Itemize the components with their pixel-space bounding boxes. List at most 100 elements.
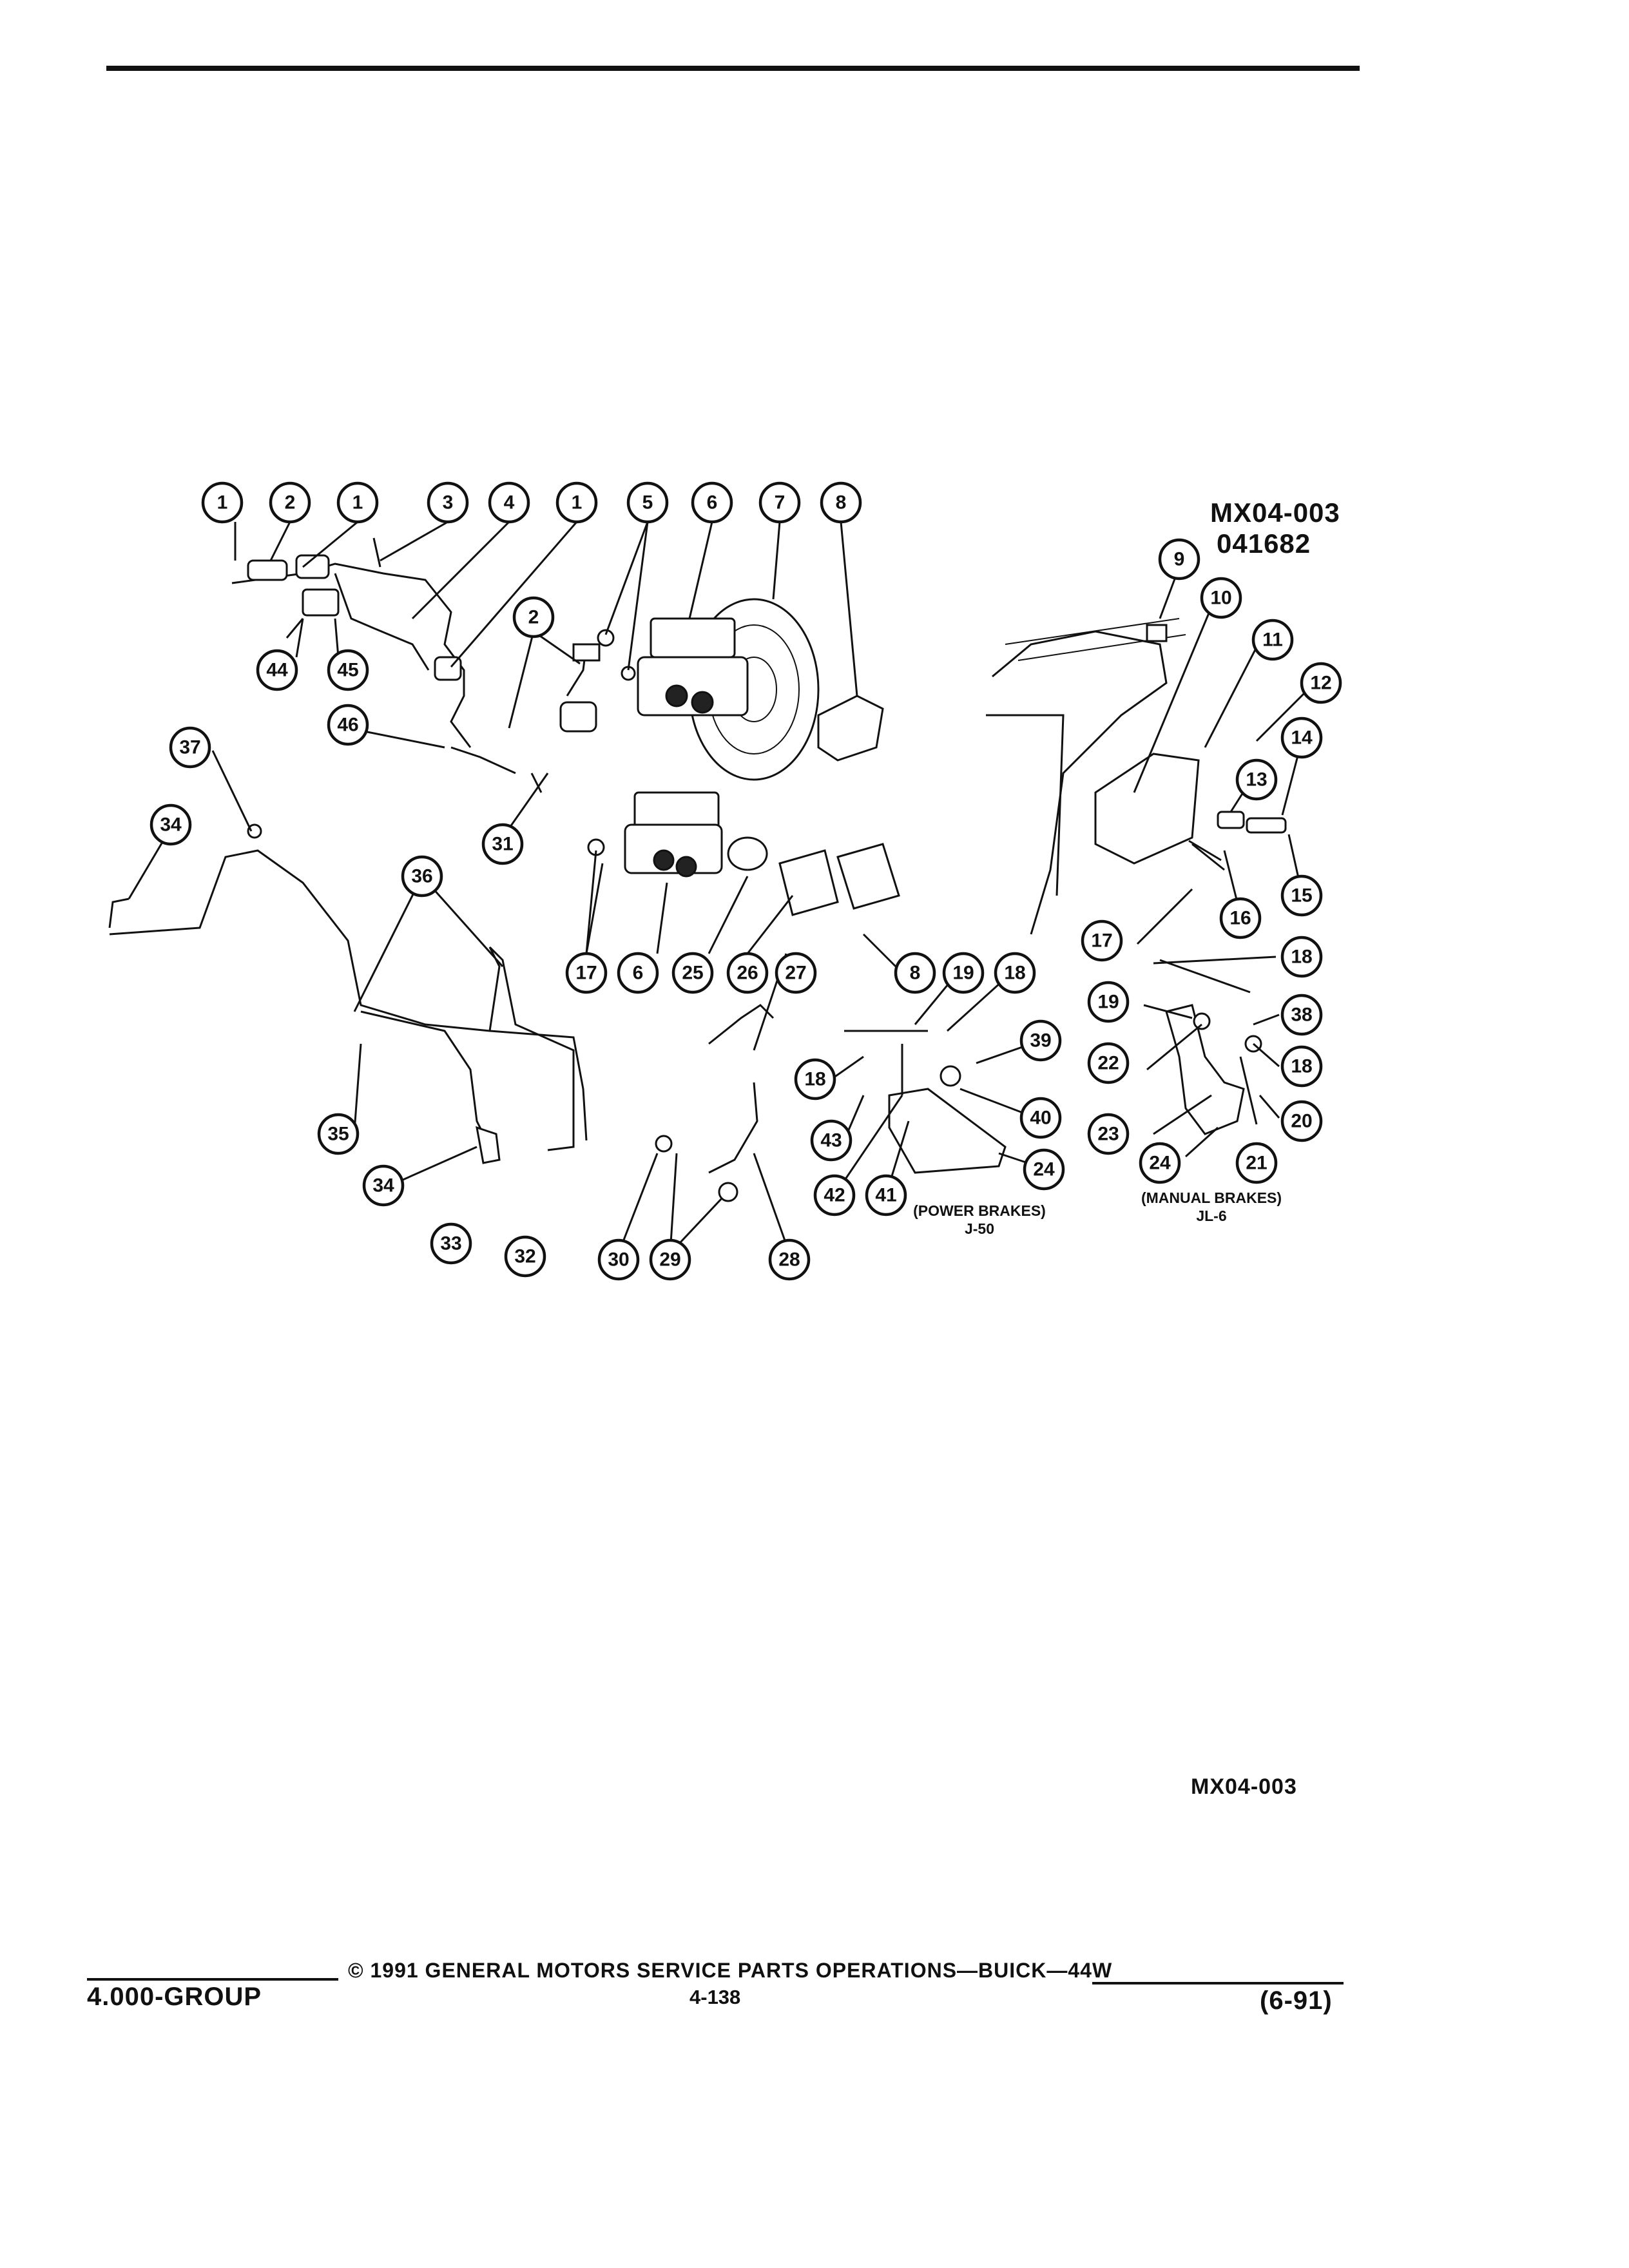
footer-rule-left [87,1978,338,1981]
callout-1b: 1 [336,481,379,524]
callout-19: 19 [942,952,985,994]
svg-text:1: 1 [572,492,583,514]
svg-text:35: 35 [327,1124,349,1145]
svg-text:6: 6 [633,963,644,984]
svg-text:43: 43 [820,1130,842,1151]
figure-id: MX04-003 [1210,497,1340,528]
svg-text:30: 30 [608,1249,629,1271]
callout-28: 28 [768,1238,811,1281]
svg-text:45: 45 [337,660,358,681]
svg-text:25: 25 [682,963,703,984]
callout-34b: 34 [362,1164,405,1207]
svg-text:5: 5 [642,492,653,514]
callout-41: 41 [865,1174,907,1216]
callout-18d: 18 [1280,1045,1323,1088]
svg-text:19: 19 [1097,992,1119,1013]
svg-text:46: 46 [337,715,358,736]
master-cylinder-manual [633,791,720,829]
svg-text:7: 7 [775,492,786,514]
svg-text:34: 34 [160,814,182,836]
svg-text:33: 33 [440,1233,461,1254]
callout-33: 33 [430,1222,472,1265]
svg-text:31: 31 [492,834,513,855]
callout-46: 46 [327,704,369,746]
callout-19b: 19 [1087,981,1130,1023]
footer-date: (6-91) [1260,1986,1333,2015]
svg-text:19: 19 [952,963,974,984]
svg-text:40: 40 [1030,1108,1051,1129]
svg-text:1: 1 [217,492,228,514]
callout-18b: 18 [794,1058,836,1100]
callout-10: 10 [1200,577,1242,619]
callout-8: 8 [820,481,862,524]
svg-text:38: 38 [1291,1004,1312,1026]
callouts: 1 2 1 3 4 1 5 6 7 8 2 44 45 46 37 34 31 … [149,481,1342,1281]
callout-24: 24 [1023,1148,1065,1191]
svg-text:18: 18 [1291,1056,1312,1077]
callout-3: 3 [427,481,469,524]
callout-42: 42 [813,1174,856,1216]
svg-text:23: 23 [1097,1124,1119,1145]
footer-page-number: 4-138 [689,1986,741,2008]
caption-manual-brakes: (MANUAL BRAKES) [1141,1189,1282,1206]
svg-text:17: 17 [575,963,597,984]
callout-8b: 8 [894,952,936,994]
callout-25: 25 [671,952,714,994]
footer-copyright: © 1991 GENERAL MOTORS SERVICE PARTS OPER… [348,1959,1113,1982]
svg-text:39: 39 [1030,1030,1051,1052]
svg-text:18: 18 [1004,963,1025,984]
callout-34: 34 [149,803,192,846]
firewall [992,630,1168,935]
callout-17: 17 [565,952,608,994]
callout-32: 32 [504,1235,546,1278]
reference-code: MX04-003 [1191,1774,1297,1799]
callout-5: 5 [626,481,669,524]
caption-power-brakes: (POWER BRAKES) [913,1202,1046,1219]
caption-manual-brakes-code: JL-6 [1196,1207,1227,1224]
svg-text:32: 32 [514,1246,535,1267]
svg-text:26: 26 [737,963,758,984]
svg-text:28: 28 [778,1249,800,1271]
callout-20: 20 [1280,1100,1323,1142]
callout-29: 29 [649,1238,691,1281]
callout-21: 21 [1235,1142,1278,1184]
diagram-artwork [108,537,1287,1202]
svg-text:42: 42 [824,1185,845,1206]
pedal-bracket [1094,753,1200,865]
footer-rule-right [1092,1982,1344,1984]
callout-6b: 6 [617,952,659,994]
svg-text:18: 18 [1291,947,1312,968]
svg-text:2: 2 [528,607,539,628]
svg-text:21: 21 [1246,1153,1267,1174]
svg-text:10: 10 [1210,588,1231,609]
svg-text:18: 18 [804,1069,825,1090]
svg-text:34: 34 [372,1175,394,1196]
callout-39: 39 [1019,1019,1062,1062]
callout-12: 12 [1300,662,1342,704]
callout-2: 2 [269,481,311,524]
svg-text:11: 11 [1262,629,1283,651]
callout-40: 40 [1019,1097,1062,1139]
callout-38: 38 [1280,994,1323,1036]
svg-text:1: 1 [352,492,363,514]
svg-text:8: 8 [910,963,921,984]
callout-36: 36 [401,855,443,898]
callout-1c: 1 [555,481,598,524]
master-cylinder [650,617,736,658]
callout-43: 43 [810,1119,853,1162]
callout-31: 31 [481,823,524,865]
flex-hose [708,1082,758,1174]
svg-text:17: 17 [1091,930,1112,952]
svg-text:37: 37 [179,737,200,758]
callout-27: 27 [775,952,817,994]
footer-group: 4.000-GROUP [87,1983,262,2011]
callout-45: 45 [327,649,369,691]
callout-30: 30 [597,1238,640,1281]
svg-text:6: 6 [707,492,718,514]
callout-23: 23 [1087,1113,1130,1155]
svg-text:36: 36 [411,866,432,887]
svg-text:2: 2 [285,492,296,514]
svg-text:13: 13 [1246,769,1267,791]
callout-24b: 24 [1139,1142,1181,1184]
